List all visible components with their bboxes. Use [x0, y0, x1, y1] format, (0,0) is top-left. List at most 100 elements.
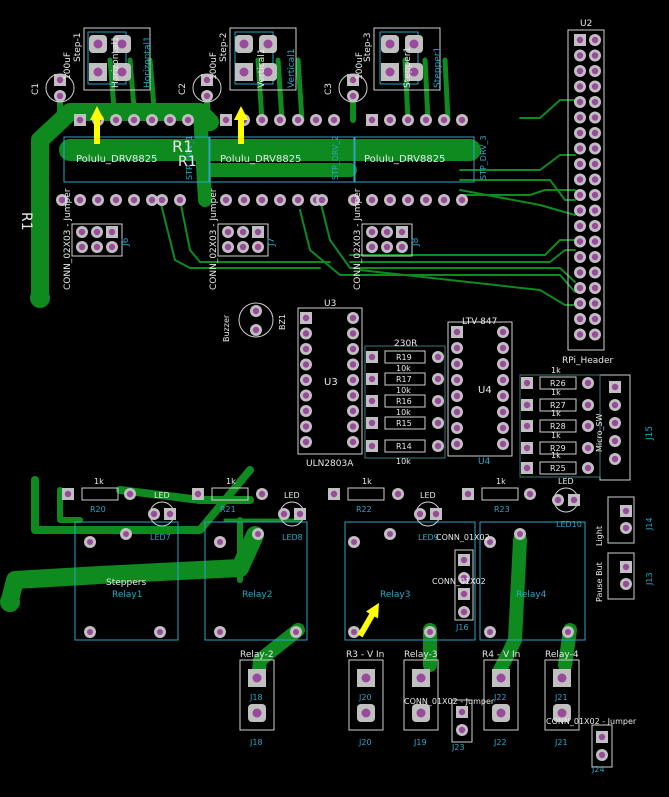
- u3-pad: [300, 389, 312, 402]
- rpi-pad: [574, 142, 586, 155]
- label-step3: Step-3: [363, 33, 373, 62]
- u4-pad: [451, 406, 463, 418]
- pads: [45, 34, 632, 761]
- label-relay4: Relay4: [516, 590, 547, 600]
- label-relay3: Relay3: [380, 590, 410, 600]
- label-r23: R23: [494, 505, 510, 514]
- u4-pad: [451, 390, 463, 402]
- label-c1: C1: [31, 83, 41, 95]
- label-bz1: BZ1: [278, 314, 287, 330]
- label-led7: LED7: [150, 533, 171, 542]
- rpi-pad: [589, 297, 601, 310]
- label-r22: R22: [356, 505, 372, 514]
- rpi-pad: [574, 235, 586, 248]
- u3-pad: [300, 374, 312, 386]
- label-j6: J6: [121, 237, 131, 247]
- j15-pads: [609, 381, 621, 465]
- label-conn01x02b: CONN_01X02: [432, 577, 486, 586]
- label-u3: U3: [324, 377, 338, 388]
- u4-pad: [451, 358, 463, 370]
- rpi-pad: [589, 127, 601, 139]
- rpi-pad: [589, 173, 601, 186]
- rpi-pad: [574, 297, 586, 310]
- label-j21-b: J21: [554, 738, 568, 747]
- label-c2: C2: [178, 83, 188, 95]
- driver2-bottom-row: [220, 194, 328, 206]
- label-j8: J8: [411, 237, 421, 247]
- u4-pad: [451, 438, 463, 450]
- label-r1-left: R1: [18, 212, 34, 231]
- rpi-pad: [589, 220, 601, 232]
- label-j22-b: J22: [493, 738, 507, 747]
- driver3-top-row: [366, 114, 468, 126]
- j7-pads: [222, 226, 264, 253]
- label-relay-2: Relay-2: [240, 650, 274, 660]
- rpi-pad: [574, 173, 586, 186]
- label-r1-big: R1: [172, 137, 193, 156]
- label-vertical-fab: Vertical1: [287, 49, 297, 88]
- u3-pad: [347, 374, 359, 386]
- rpi-pad: [574, 251, 586, 263]
- label-r29: R29: [550, 444, 566, 453]
- u3-pad: [347, 358, 359, 371]
- u4-pad: [497, 390, 509, 402]
- u3-pad: [300, 405, 312, 417]
- u4-pad: [451, 422, 463, 434]
- label-c2-val: 100uF: [209, 52, 219, 80]
- rpi-pad: [589, 49, 601, 62]
- label-1k-i: 1k: [496, 477, 506, 486]
- label-1k-f: 1k: [94, 477, 104, 486]
- label-stp1: STP_DRV_1: [185, 135, 194, 180]
- label-10k-d: 10k: [396, 457, 411, 466]
- u4-pad: [497, 438, 509, 450]
- j8-pads: [366, 226, 408, 253]
- label-led2: LED: [284, 491, 300, 500]
- label-pause: Pause But: [595, 562, 604, 602]
- label-steppers: Steppers: [106, 578, 146, 588]
- label-r20: R20: [90, 505, 106, 514]
- label-j24: J24: [591, 765, 605, 774]
- rpi-pad: [589, 204, 601, 217]
- rpi-pad: [574, 127, 586, 139]
- rpi-pad: [589, 251, 601, 263]
- label-r3v: R3 - V In: [346, 650, 384, 660]
- label-led3: LED: [420, 491, 436, 500]
- u3-pad: [300, 420, 312, 433]
- u3-pad: [347, 312, 359, 324]
- u4-pad: [497, 358, 509, 370]
- label-conn01x02a: CONN_01X02: [436, 533, 490, 542]
- label-r26: R26: [550, 379, 566, 388]
- rpi-pad: [574, 34, 586, 46]
- label-stp3: STP_DRV_3: [479, 135, 488, 180]
- u4-pad: [497, 374, 509, 386]
- label-j18: J18: [249, 693, 263, 702]
- label-light: Light: [595, 526, 604, 546]
- label-j19: J19: [413, 738, 427, 747]
- rpi-pad: [589, 282, 601, 294]
- rpi-pad: [574, 220, 586, 232]
- u4-pad: [497, 342, 509, 354]
- rpi-pad: [589, 65, 601, 77]
- rpi-pad: [589, 96, 601, 108]
- label-c3-val: 100uF: [355, 52, 365, 80]
- rpi-pad: [574, 189, 586, 201]
- label-buzzer: Buzzer: [222, 314, 231, 342]
- u3-pad: [347, 389, 359, 402]
- rpi-pad: [574, 96, 586, 108]
- label-10k-c: 10k: [396, 408, 411, 417]
- label-led4: LED: [558, 477, 574, 486]
- label-r25: R25: [550, 464, 566, 473]
- label-horizontal-fab: Horizontal1: [143, 36, 153, 88]
- u4-pad: [451, 326, 463, 338]
- label-stepper-fab: Stepper1: [433, 47, 443, 88]
- label-j23: J23: [451, 743, 465, 752]
- label-drv2: Polulu_DRV8825: [220, 154, 301, 165]
- label-1k-g: 1k: [226, 477, 236, 486]
- label-c1-val: 100uF: [63, 52, 73, 80]
- step2-connector: [235, 35, 277, 81]
- label-1k-b: 1k: [551, 388, 561, 397]
- label-stepper: Stepper1: [403, 47, 413, 88]
- label-drv1: Polulu_DRV8825: [76, 154, 157, 165]
- label-j21: J21: [554, 693, 568, 702]
